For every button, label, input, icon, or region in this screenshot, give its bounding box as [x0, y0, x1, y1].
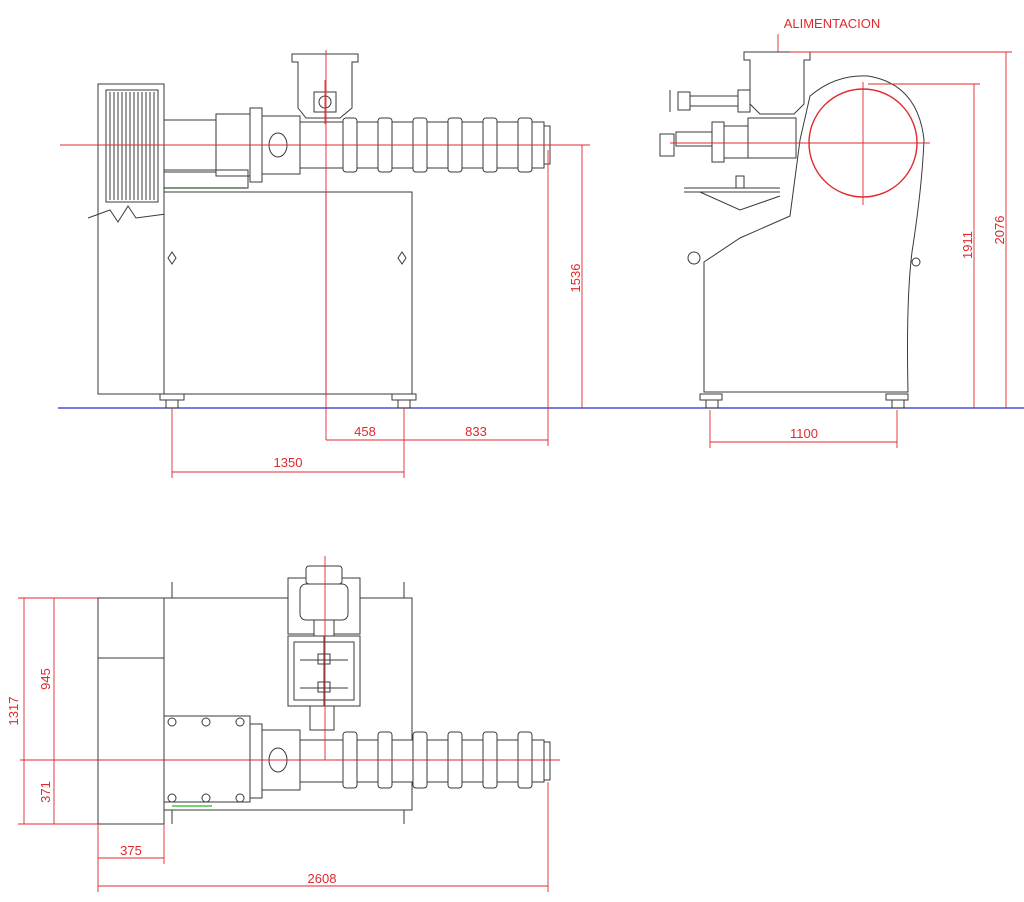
motor-housing — [97, 83, 165, 395]
cabinet-handles — [167, 251, 407, 265]
plan-view: 1317 945 371 375 2608 — [6, 556, 560, 892]
front-view: 1536 458 833 1350 — [58, 50, 1024, 478]
feed-label: ALIMENTACION — [784, 16, 881, 31]
dim-front-458: 458 — [354, 424, 376, 439]
break-line — [87, 205, 167, 223]
dim-plan-945: 945 — [38, 668, 53, 690]
dim-plan-375: 375 — [120, 843, 142, 858]
dim-plan-371: 371 — [38, 781, 53, 803]
dim-side-1911: 1911 — [960, 231, 975, 259]
dim-front-height: 1536 — [568, 264, 583, 293]
dim-front-1350: 1350 — [274, 455, 303, 470]
plan-shaft — [163, 715, 251, 803]
cabinet-feet — [159, 393, 417, 409]
dim-plan-2608: 2608 — [308, 871, 337, 886]
dim-side-1100: 1100 — [790, 426, 818, 441]
plan-motor — [97, 597, 165, 825]
base-cabinet — [163, 191, 413, 395]
plan-bolts — [167, 717, 245, 803]
shaft-coupling — [163, 119, 221, 173]
side-hopper — [743, 51, 811, 115]
side-body — [703, 75, 925, 393]
side-view: ALIMENTACION — [659, 16, 1012, 448]
pulley-fins — [105, 89, 159, 203]
dim-front-833: 833 — [465, 424, 487, 439]
side-feet — [699, 393, 909, 409]
dim-side-2076: 2076 — [992, 216, 1007, 245]
dim-plan-1317: 1317 — [6, 697, 21, 726]
side-valves — [659, 89, 797, 163]
